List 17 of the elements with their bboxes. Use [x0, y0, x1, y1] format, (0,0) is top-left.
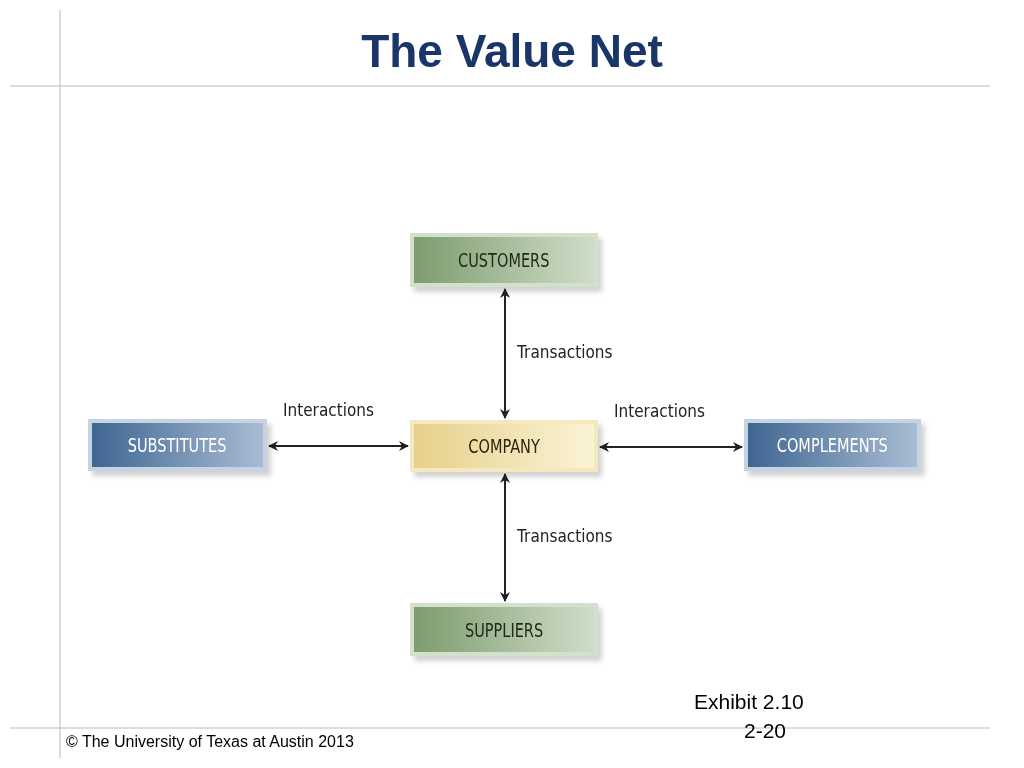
- edge-label: Interactions: [614, 401, 705, 421]
- exhibit-number: Exhibit 2.10: [694, 690, 804, 714]
- entity-box: CUSTOMERS: [410, 233, 598, 287]
- double-arrow: [599, 442, 743, 452]
- page-number: 2-20: [744, 719, 787, 743]
- slide-title: The Value Net: [360, 24, 664, 78]
- edge-label: Transactions: [517, 525, 613, 546]
- double-arrow: [500, 288, 510, 419]
- entity-box: COMPLEMENTS: [744, 419, 921, 471]
- entity-box: COMPANY: [410, 420, 598, 472]
- edge-label: Transactions: [517, 341, 613, 362]
- entity-box: SUBSTITUTES: [88, 419, 267, 471]
- edge-label: Interactions: [283, 400, 374, 420]
- copyright-notice: © The University of Texas at Austin 2013: [66, 733, 354, 751]
- entity-box: SUPPLIERS: [410, 603, 598, 656]
- double-arrow: [500, 473, 510, 602]
- double-arrow: [268, 441, 409, 451]
